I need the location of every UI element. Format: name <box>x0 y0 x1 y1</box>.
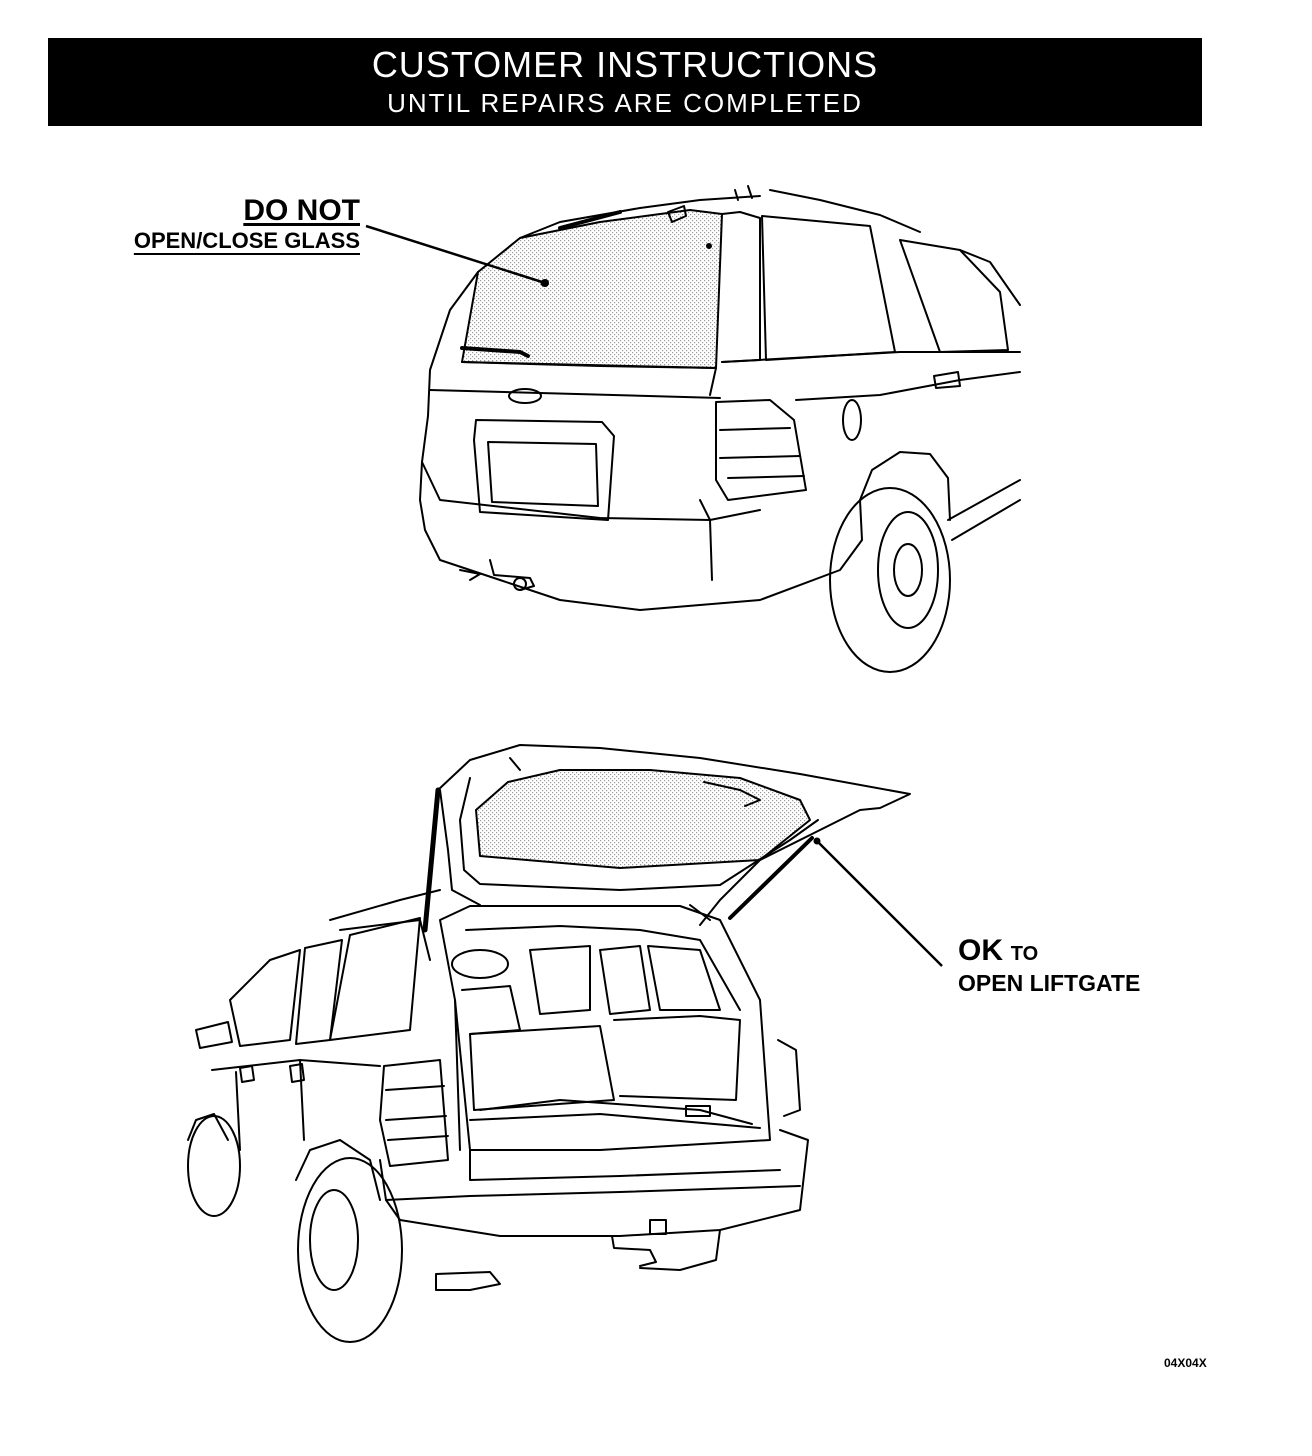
rear-glass-open <box>475 769 811 869</box>
top-callout-leader <box>365 224 548 287</box>
top-vehicle-drawing <box>419 185 1021 673</box>
figure-code: 04X04X <box>1164 1356 1207 1370</box>
callout-open-liftgate: OPEN LIFTGATE <box>958 970 1141 996</box>
callout-ok: OK TO <box>958 934 1038 968</box>
callout-do-not: DO NOT <box>243 194 360 227</box>
page-title: CUSTOMER INSTRUCTIONS <box>371 44 879 85</box>
bottom-vehicle-drawing <box>187 744 911 1343</box>
page-subtitle: UNTIL REPAIRS ARE COMPLETED <box>387 88 863 118</box>
title-banner: CUSTOMER INSTRUCTIONS UNTIL REPAIRS ARE … <box>48 38 1202 126</box>
callout-open-close-glass: OPEN/CLOSE GLASS <box>133 228 360 253</box>
rear-glass-closed <box>461 209 723 369</box>
callout-to-word: TO <box>1010 943 1039 965</box>
callout-ok-word: OK <box>958 934 1003 967</box>
bottom-callout-leader <box>813 837 943 967</box>
